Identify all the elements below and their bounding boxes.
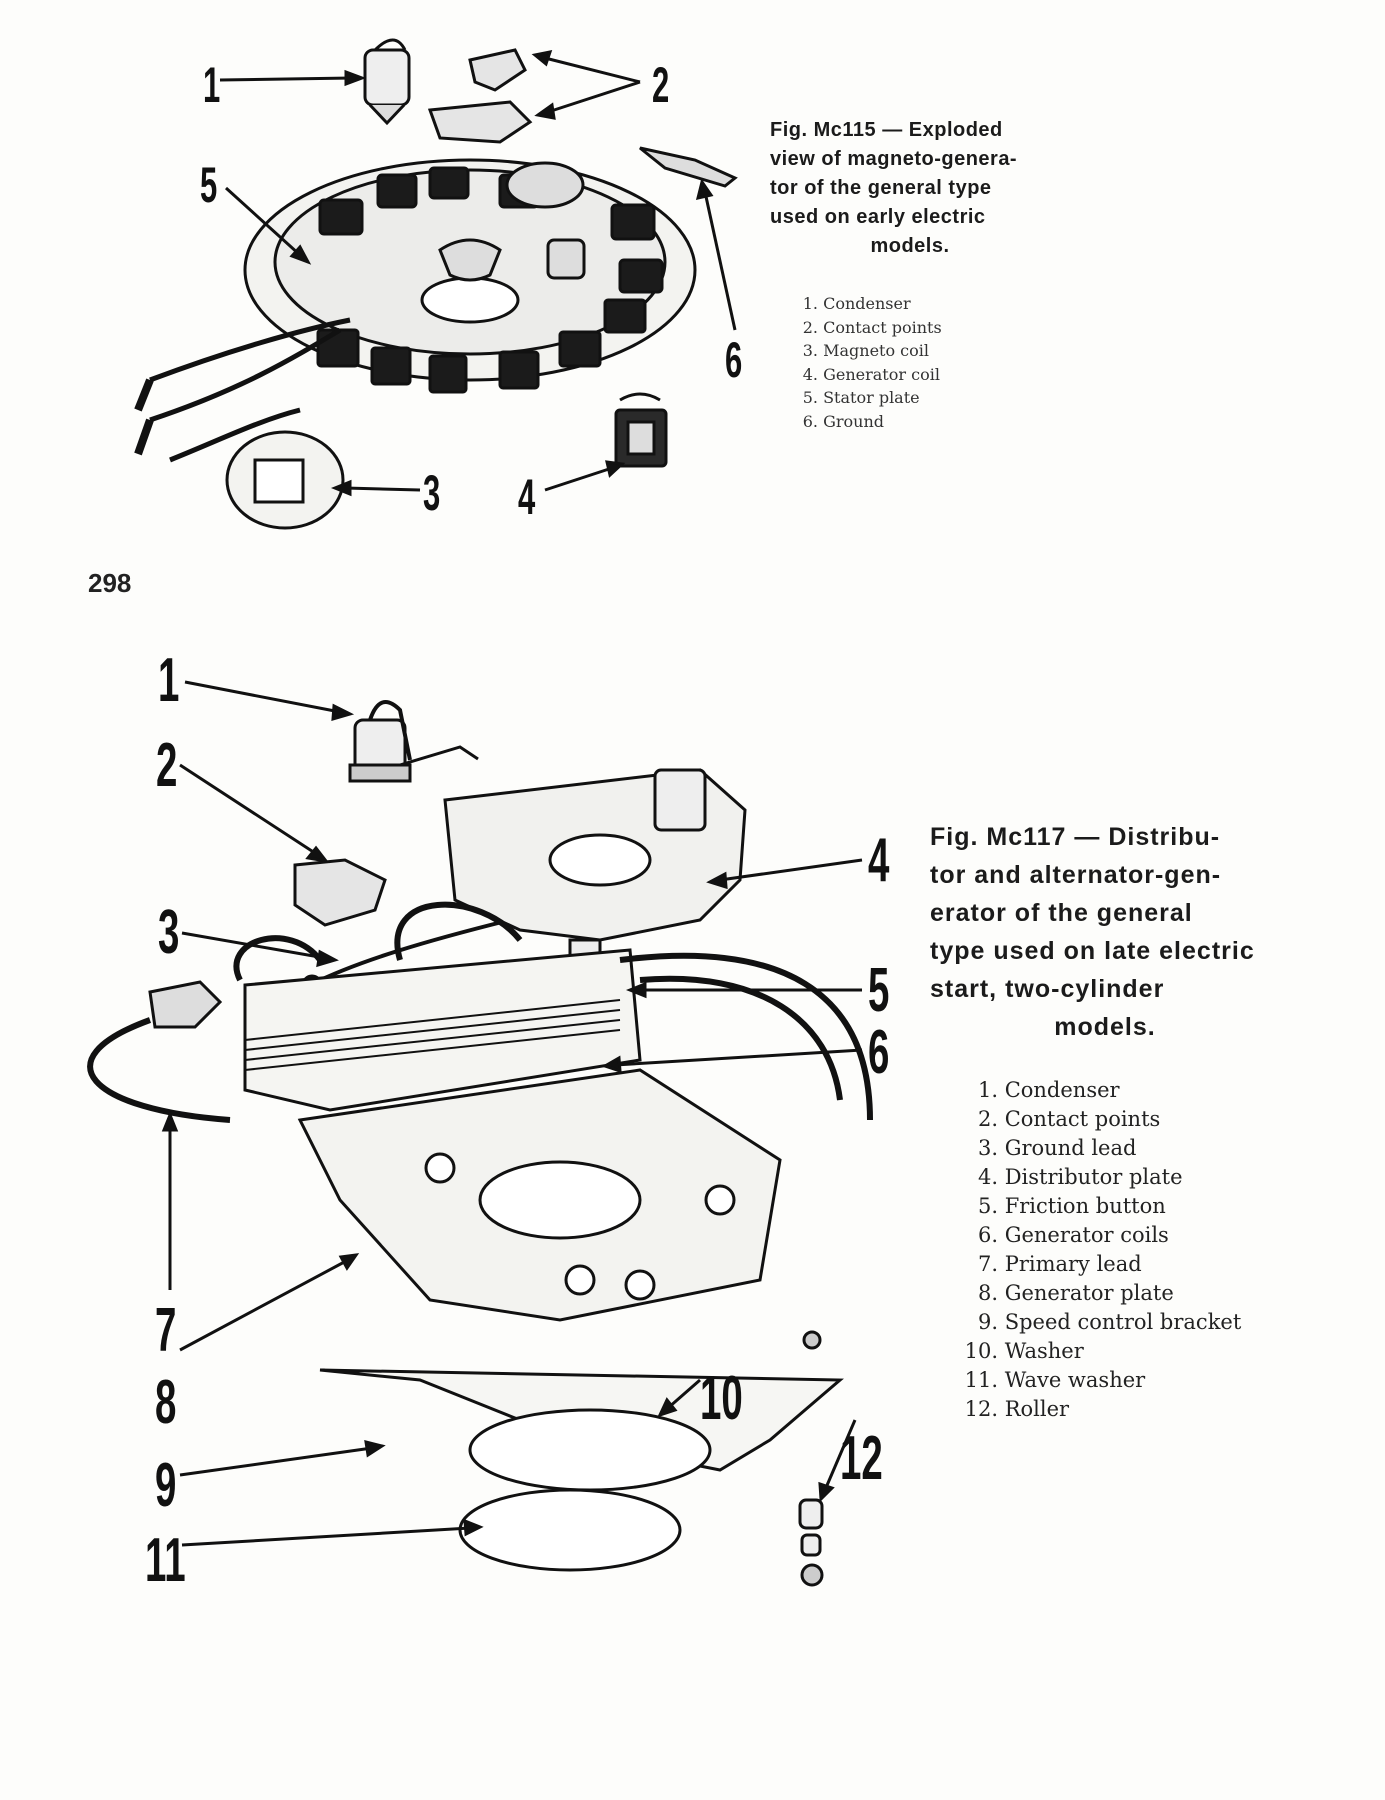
fig-top-callout-4: 4 bbox=[518, 469, 536, 525]
fig-bottom-callout-1: 1 bbox=[158, 646, 180, 715]
fig-bottom-caption-line: erator of the general bbox=[930, 899, 1193, 927]
fig-bottom-caption-line: tor and alternator-gen- bbox=[930, 861, 1222, 889]
legend-item: 5. Stator plate bbox=[800, 386, 942, 410]
legend-label: Distributor plate bbox=[1004, 1165, 1183, 1189]
legend-label: Generator coil bbox=[823, 364, 940, 384]
legend-number: 6. bbox=[977, 1223, 998, 1247]
legend-label: Contact points bbox=[823, 317, 942, 337]
legend-label: Ground lead bbox=[1004, 1136, 1137, 1160]
legend-item: 1. Condenser bbox=[800, 292, 942, 316]
legend-label: Ground bbox=[823, 411, 885, 431]
legend-item: 4. Generator coil bbox=[800, 363, 942, 387]
fig-top-callout-1: 1 bbox=[203, 57, 221, 113]
legend-number: 8. bbox=[977, 1281, 998, 1305]
legend-label: Contact points bbox=[1004, 1107, 1161, 1131]
legend-item: 2. Contact points bbox=[800, 316, 942, 340]
legend-item: 6. Ground bbox=[800, 410, 942, 434]
legend-item: 10. Washer bbox=[960, 1337, 1241, 1366]
legend-number: 9. bbox=[977, 1310, 998, 1334]
legend-item: 3. Ground lead bbox=[960, 1134, 1241, 1163]
legend-item: 12. Roller bbox=[960, 1395, 1241, 1424]
fig-top-callout-6: 6 bbox=[725, 332, 743, 388]
legend-item: 2. Contact points bbox=[960, 1105, 1241, 1134]
legend-item: 7. Primary lead bbox=[960, 1250, 1241, 1279]
fig-top-legend: 1. Condenser 2. Contact points 3. Magnet… bbox=[800, 292, 942, 433]
legend-item: 4. Distributor plate bbox=[960, 1163, 1241, 1192]
fig-bottom-callout-12: 12 bbox=[840, 1424, 883, 1493]
legend-label: Wave washer bbox=[1004, 1368, 1146, 1392]
fig-bottom-callout-8: 8 bbox=[155, 1368, 177, 1437]
fig-top-callout-5: 5 bbox=[200, 157, 218, 213]
fig-bottom-callout-4: 4 bbox=[868, 826, 890, 895]
fig-bottom-callout-2: 2 bbox=[156, 731, 178, 800]
legend-number: 4. bbox=[977, 1165, 998, 1189]
legend-number: 1. bbox=[802, 294, 818, 313]
legend-label: Washer bbox=[1004, 1339, 1084, 1363]
fig-top-caption-line: Fig. Mc115 — Exploded bbox=[770, 119, 1003, 141]
legend-label: Condenser bbox=[1004, 1078, 1120, 1102]
legend-label: Roller bbox=[1004, 1397, 1070, 1421]
legend-label: Primary lead bbox=[1004, 1252, 1142, 1276]
legend-item: 11. Wave washer bbox=[960, 1366, 1241, 1395]
legend-number: 5. bbox=[802, 388, 818, 407]
fig-bottom-callout-3: 3 bbox=[158, 898, 180, 967]
fig-bottom-caption-line: start, two-cylinder bbox=[930, 975, 1165, 1003]
page-number: 298 bbox=[88, 568, 132, 598]
legend-label: Speed control bracket bbox=[1004, 1310, 1242, 1334]
fig-top-callout-3: 3 bbox=[423, 465, 441, 521]
legend-label: Generator plate bbox=[1004, 1281, 1174, 1305]
legend-number: 11. bbox=[964, 1368, 998, 1392]
legend-item: 9. Speed control bracket bbox=[960, 1308, 1241, 1337]
fig-bottom-legend: 1. Condenser 2. Contact points 3. Ground… bbox=[960, 1076, 1242, 1424]
fig-top-caption-line: models. bbox=[870, 235, 950, 257]
legend-number: 2. bbox=[802, 317, 818, 337]
legend-item: 1. Condenser bbox=[960, 1076, 1241, 1105]
legend-number: 3. bbox=[977, 1136, 998, 1160]
fig-bottom-callout-7: 7 bbox=[155, 1296, 177, 1365]
fig-bottom-caption-line: Fig. Mc117 — Distribu- bbox=[930, 823, 1221, 851]
fig-bottom-callout-10: 10 bbox=[700, 1364, 743, 1433]
legend-number: 5. bbox=[977, 1194, 998, 1218]
fig-top-caption-line: used on early electric bbox=[770, 206, 986, 228]
legend-number: 1. bbox=[977, 1078, 998, 1102]
legend-number: 3. bbox=[802, 341, 818, 360]
fig-bottom-caption-line: models. bbox=[1054, 1013, 1156, 1041]
fig-bottom-caption-line: type used on late electric bbox=[930, 937, 1255, 965]
fig-bottom-callout-5: 5 bbox=[868, 956, 890, 1025]
legend-number: 6. bbox=[802, 411, 818, 431]
distributor-alternator-illustration bbox=[87, 680, 873, 1587]
fig-top-caption-line: view of magneto-genera- bbox=[770, 148, 1018, 170]
fig-bottom-callout-6: 6 bbox=[868, 1018, 890, 1087]
fig-top-caption: Fig. Mc115 — Exploded view of magneto-ge… bbox=[770, 116, 1050, 261]
fig-bottom-caption: Fig. Mc117 — Distribu- tor and alternato… bbox=[930, 818, 1280, 1046]
fig-bottom-callout-9: 9 bbox=[155, 1451, 177, 1520]
legend-number: 12. bbox=[964, 1397, 998, 1421]
legend-item: 3. Magneto coil bbox=[800, 339, 942, 363]
fig-top-callout-2: 2 bbox=[652, 57, 670, 113]
legend-number: 7. bbox=[977, 1252, 998, 1276]
legend-label: Magneto coil bbox=[823, 341, 930, 360]
legend-label: Generator coils bbox=[1004, 1223, 1169, 1247]
legend-item: 6. Generator coils bbox=[960, 1221, 1241, 1250]
legend-label: Friction button bbox=[1004, 1194, 1166, 1218]
legend-number: 2. bbox=[977, 1107, 998, 1131]
legend-number: 10. bbox=[964, 1339, 998, 1363]
legend-label: Stator plate bbox=[823, 388, 920, 407]
legend-number: 4. bbox=[802, 364, 818, 384]
legend-label: Condenser bbox=[823, 294, 911, 313]
fig-top-caption-line: tor of the general type bbox=[770, 177, 992, 199]
magneto-generator-illustration bbox=[134, 38, 738, 530]
legend-item: 5. Friction button bbox=[960, 1192, 1241, 1221]
fig-bottom-callout-11: 11 bbox=[145, 1526, 186, 1595]
legend-item: 8. Generator plate bbox=[960, 1279, 1241, 1308]
